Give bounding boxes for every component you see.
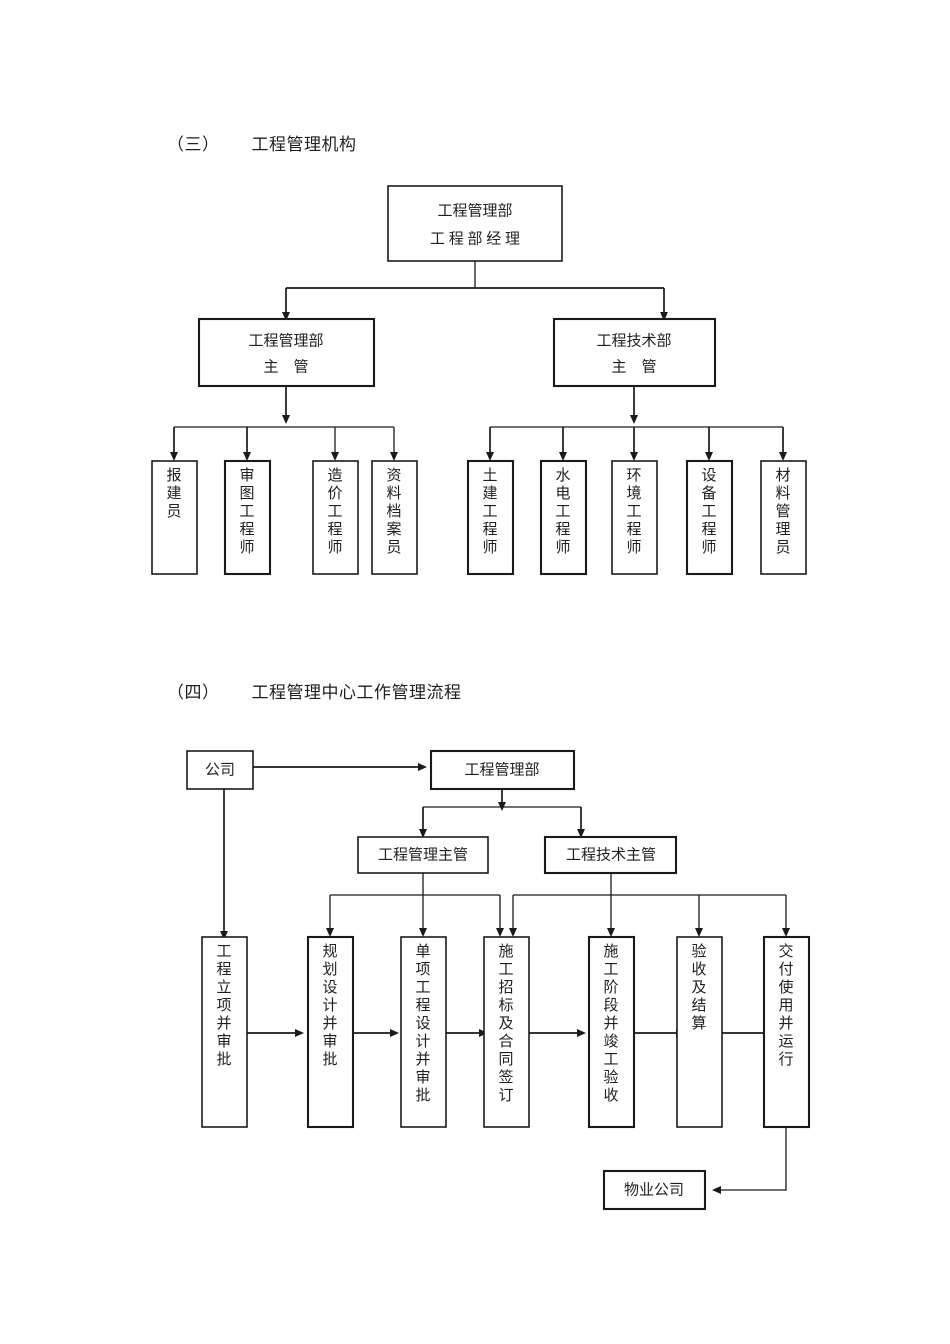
flow-step-node[interactable]: 验收及结算: [676, 936, 723, 1128]
section-4-title: 工程管理中心工作管理流程: [251, 683, 462, 702]
org-manager-line1: 工程管理部: [248, 332, 323, 349]
org-root-node[interactable]: 工程管理部 工 程 部 经 理: [387, 185, 563, 262]
flow-supervisor-label: 工程管理主管: [378, 846, 468, 863]
org-staff-node[interactable]: 材料管理员: [760, 460, 807, 575]
org-manager-node[interactable]: 工程管理部 主 管: [197, 317, 376, 388]
flow-connectors-terminal: [712, 1127, 787, 1194]
org-staff-node[interactable]: 水电工程师: [539, 459, 588, 576]
flow-company-node[interactable]: 公司: [186, 750, 254, 790]
section-heading-3: （三） 工程管理机构: [148, 110, 357, 175]
flow-step-label: 工程立项并审批: [216, 944, 231, 1068]
workflow-diagram: 公司 工程管理部 工程管理主管 工程技术主管: [186, 749, 811, 1211]
flow-step-node[interactable]: 工程立项并审批: [201, 936, 248, 1128]
org-manager-line1: 工程技术部: [596, 332, 671, 349]
org-manager-line2: 主 管: [263, 358, 308, 375]
flow-step-node[interactable]: 单项工程设计并审批: [400, 936, 447, 1128]
org-root-line2: 工 程 部 经 理: [430, 230, 520, 247]
org-staff-node[interactable]: 资料档案员: [371, 460, 418, 575]
org-staff-node[interactable]: 土建工程师: [466, 459, 515, 576]
org-staff-label: 审图工程师: [239, 467, 254, 556]
org-staff-node[interactable]: 环境工程师: [611, 460, 658, 575]
flow-connectors-buses: [326, 873, 790, 937]
flow-step-label: 验收及结算: [691, 943, 706, 1032]
flow-company-label: 公司: [205, 762, 235, 778]
flow-department-label: 工程管理部: [464, 761, 539, 778]
flow-step-node[interactable]: 交付使用并运行: [762, 935, 811, 1129]
section-3-number: （三）: [167, 135, 220, 154]
flow-supervisor-label: 工程技术主管: [566, 846, 656, 863]
org-manager-line2: 主 管: [611, 358, 656, 375]
flow-terminal-node[interactable]: 物业公司: [602, 1169, 707, 1211]
flow-step-label: 施工招标及合同签订: [498, 943, 513, 1104]
org-staff-label: 环境工程师: [626, 468, 641, 556]
org-staff-label: 土建工程师: [482, 467, 497, 556]
org-root-line1: 工程管理部: [437, 202, 512, 219]
org-staff-label: 报建员: [166, 467, 181, 520]
flow-department-node[interactable]: 工程管理部: [429, 749, 576, 791]
org-staff-label: 材料管理员: [775, 467, 790, 556]
org-chart-diagram: 工程管理部 工 程 部 经 理 工程管理部 主 管 工程技术部 主 管: [151, 185, 807, 576]
flow-step-node[interactable]: 施工招标及合同签订: [483, 936, 530, 1128]
flow-supervisor-node[interactable]: 工程管理主管: [357, 836, 489, 874]
org-staff-node[interactable]: 造价工程师: [312, 460, 359, 575]
section-heading-4: （四） 工程管理中心工作管理流程: [148, 658, 462, 723]
org-staff-label: 设备工程师: [701, 467, 716, 556]
flow-step-label: 交付使用并运行: [778, 942, 793, 1068]
flow-step-node[interactable]: 规划设计并审批: [306, 935, 355, 1129]
flow-step-node[interactable]: 施工阶段并竣工验收: [587, 935, 636, 1129]
flow-step-label: 单项工程设计并审批: [415, 943, 430, 1104]
flow-terminal-label: 物业公司: [624, 1181, 684, 1198]
section-3-title: 工程管理机构: [251, 135, 357, 154]
org-staff-node[interactable]: 设备工程师: [685, 459, 734, 576]
section-4-number: （四）: [167, 683, 220, 702]
org-connectors-right: [486, 386, 787, 461]
org-connectors-left: [170, 386, 398, 461]
flow-supervisor-node[interactable]: 工程技术主管: [543, 835, 678, 875]
org-staff-label: 资料档案员: [386, 467, 401, 556]
org-staff-label: 水电工程师: [555, 467, 570, 556]
org-connectors-top: [282, 261, 668, 321]
org-manager-node[interactable]: 工程技术部 主 管: [552, 317, 717, 388]
org-staff-node[interactable]: 报建员: [151, 460, 198, 575]
flow-step-label: 规划设计并审批: [322, 943, 337, 1068]
org-staff-node[interactable]: 审图工程师: [223, 459, 272, 576]
flow-step-label: 施工阶段并竣工验收: [603, 943, 618, 1104]
flow-connectors-top: [220, 763, 585, 940]
org-staff-label: 造价工程师: [327, 467, 342, 556]
